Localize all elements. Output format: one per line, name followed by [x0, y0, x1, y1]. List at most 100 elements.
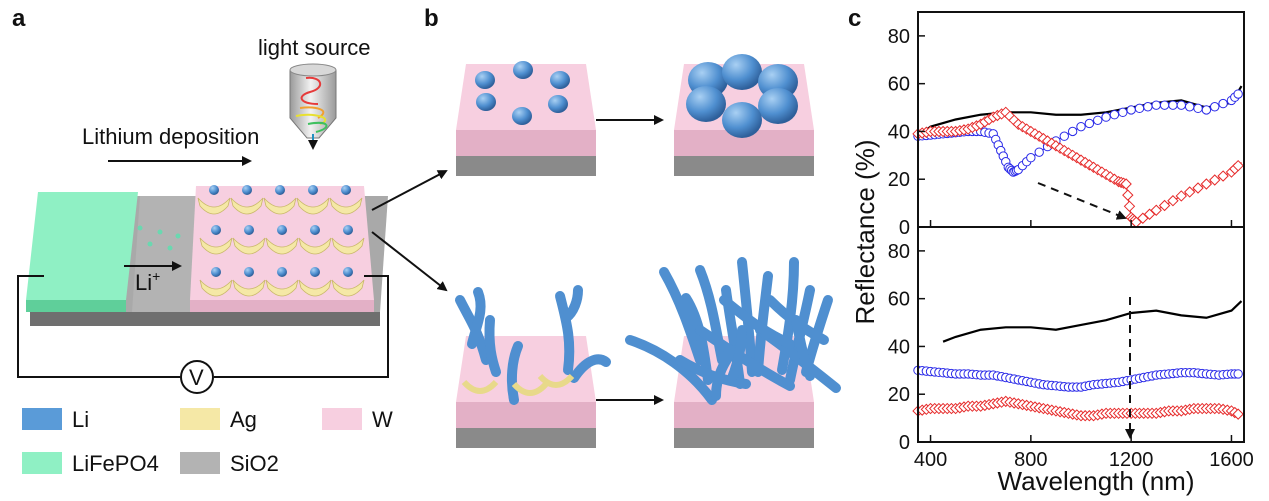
panel-label-b: b [424, 5, 439, 32]
legend: Li Ag W LiFePO4 SiO2 [22, 407, 393, 476]
data-point-blue [1093, 115, 1103, 125]
legend-swatch-li [22, 408, 62, 430]
y-tick-label: 60 [888, 74, 910, 96]
data-point-blue [1084, 118, 1095, 129]
w-layer-side [456, 402, 596, 428]
panel-a: light source Lithium deposition [17, 35, 389, 394]
x-tick-label: 400 [914, 449, 947, 471]
ag-seed [296, 197, 330, 215]
li-nucleus [211, 267, 221, 277]
legend-swatch-w [322, 408, 362, 430]
data-point-blue [1159, 100, 1170, 110]
li-spheres-large [686, 54, 798, 138]
w-layer-side [674, 130, 814, 156]
data-point-red [1209, 174, 1221, 186]
data-point-blue [1218, 98, 1228, 109]
ag-seed [298, 279, 332, 297]
li-sphere [758, 88, 798, 124]
data-point-blue [1184, 102, 1195, 112]
li-nucleus [310, 267, 320, 277]
x-tick-label: 1600 [1209, 449, 1254, 471]
voltmeter-icon [180, 360, 214, 394]
data-point-red [1175, 190, 1188, 202]
data-point-blue [1233, 89, 1243, 99]
data-point-blue [1233, 369, 1243, 379]
li-dendrite [555, 291, 575, 375]
panel-label-a: a [12, 5, 26, 32]
x-ticks: 400 800 1200 1600 [914, 220, 1254, 471]
data-point-blue [1034, 147, 1044, 157]
x-tick-label: 800 [1014, 449, 1047, 471]
ag-seed [329, 197, 363, 215]
li-dendrite [695, 265, 727, 365]
data-point-red [1158, 199, 1171, 212]
li-nucleus [343, 267, 353, 277]
li-sphere [550, 71, 570, 89]
li-ion-label: Li+ [135, 268, 160, 295]
panel-b [371, 54, 841, 448]
y-tick-label: 60 [888, 289, 910, 311]
legend-swatch-ag [180, 408, 220, 430]
y-tick-label: 80 [888, 26, 910, 48]
y-tick-label: 0 [899, 432, 910, 454]
li-dendrite [561, 285, 583, 323]
data-point-red [1167, 195, 1179, 207]
li-dendrite [727, 325, 747, 383]
y-axis-label: Reflectance (%) [850, 140, 880, 325]
redshift-arrow [1037, 182, 1127, 220]
panel-label-c: c [848, 5, 861, 32]
data-point-red [1123, 200, 1136, 213]
li-dendrite [675, 355, 751, 389]
ag-seed [232, 237, 266, 255]
w-electrode [190, 186, 374, 312]
w-layer-side [456, 130, 596, 156]
data-point-blue [1118, 107, 1128, 118]
li-sphere [548, 95, 568, 113]
data-point-blue [1059, 131, 1069, 141]
deposition-label: Lithium deposition [82, 124, 259, 149]
y-tick-label: 20 [888, 384, 910, 406]
li-sphere [476, 93, 496, 111]
li-dendrite [569, 354, 611, 383]
legend-label-lifepo4: LiFePO4 [72, 451, 159, 476]
li-dendrite [659, 267, 705, 365]
li-dendrites-sparse [455, 285, 611, 405]
chart-bottom [912, 300, 1244, 422]
ag-seed [511, 381, 549, 396]
legend-swatch-lifepo4 [22, 452, 62, 474]
x-tick-label: 1200 [1109, 449, 1154, 471]
li-nucleus [211, 225, 221, 235]
light-source-label: light source [258, 35, 371, 60]
ag-seed [199, 279, 233, 297]
li-ion-superscript: + [152, 268, 160, 284]
data-point-blue [1134, 103, 1145, 114]
li-dendrite [467, 287, 486, 349]
y-tick-label: 40 [888, 336, 910, 358]
data-point-red [1122, 189, 1134, 201]
ag-seed [537, 373, 575, 388]
ag-seed [263, 197, 297, 215]
light-source-icon [289, 63, 337, 150]
li-nucleus [310, 225, 320, 235]
y-tick-label: 20 [888, 169, 910, 191]
li-nucleus [308, 185, 318, 195]
lifepo4-electrode [26, 192, 138, 312]
ag-seeds-and-li [197, 185, 365, 297]
li-dendrite [695, 325, 795, 391]
data-point-red [1120, 178, 1132, 190]
data-point-red [1232, 408, 1244, 420]
branch-arrow-top [371, 170, 448, 211]
li-nucleus [244, 267, 254, 277]
li-dendrite [625, 335, 717, 405]
li-spheres-small [475, 61, 570, 125]
y-tick-label: 80 [888, 241, 910, 263]
data-point-blue [1168, 100, 1178, 110]
data-point-red [1232, 159, 1244, 172]
data-point-blue [1143, 102, 1153, 112]
legend-label-ag: Ag [230, 407, 257, 432]
y-tick-label: 0 [899, 217, 910, 239]
li-nucleus [275, 185, 285, 195]
li-dendrite [791, 315, 815, 381]
